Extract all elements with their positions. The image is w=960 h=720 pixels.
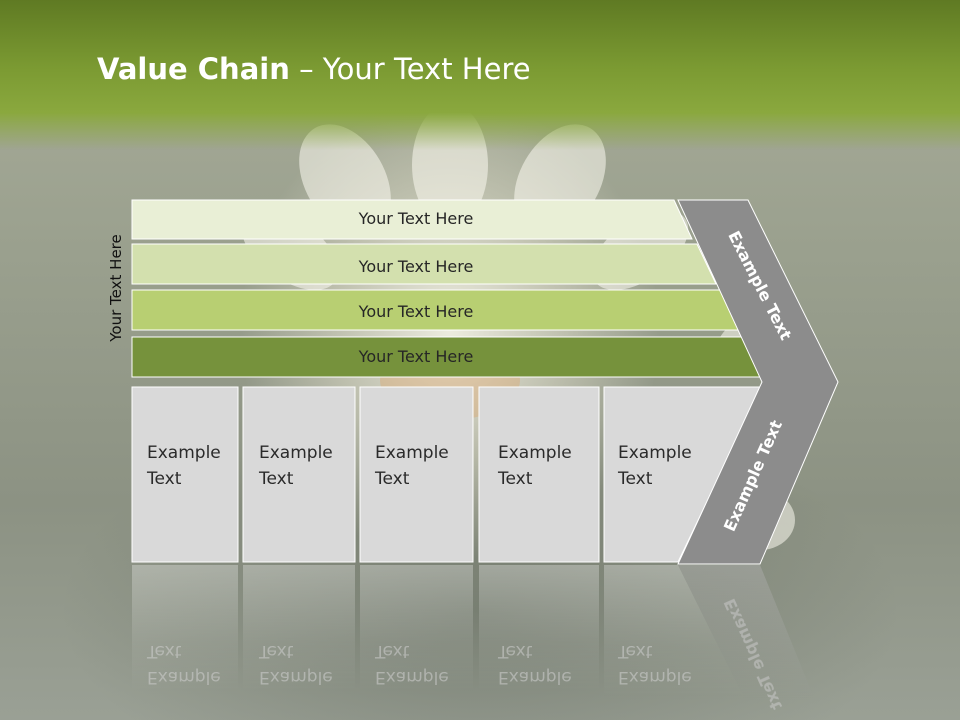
box-2 xyxy=(242,386,356,563)
box-3-line2: Text xyxy=(374,469,410,489)
box-4 xyxy=(478,386,600,563)
header-band xyxy=(0,0,960,150)
reflection-box-4-line2: Text xyxy=(497,641,533,661)
reflection-box-1-line1: Example xyxy=(147,667,221,687)
box-1-line1: Example xyxy=(147,443,221,463)
box-2-line2: Text xyxy=(258,469,294,489)
title-bold: Value Chain xyxy=(97,52,290,86)
bar-1 xyxy=(131,199,693,240)
bar-4-label: Your Text Here xyxy=(358,347,474,366)
box-5-line2: Text xyxy=(617,469,653,489)
box-1 xyxy=(131,386,239,563)
box-3-line1: Example xyxy=(375,443,449,463)
box-4-line1: Example xyxy=(498,443,572,463)
page-title: Value Chain – Your Text Here xyxy=(97,52,531,86)
box-5-line1: Example xyxy=(618,443,692,463)
reflection-box-3-line1: Example xyxy=(375,667,449,687)
reflection-box-5-line1: Example xyxy=(618,667,692,687)
chevron-arrow xyxy=(677,199,839,565)
bar-2-label: Your Text Here xyxy=(358,257,474,276)
title-rest: – Your Text Here xyxy=(289,52,531,86)
reflection-box-4-line1: Example xyxy=(498,667,572,687)
reflection-box-1-line2: Text xyxy=(146,641,182,661)
reflection-box-5-line2: Text xyxy=(617,641,653,661)
box-1-line2: Text xyxy=(146,469,182,489)
box-2-line1: Example xyxy=(259,443,333,463)
bar-2 xyxy=(131,243,717,285)
bar-3-label: Your Text Here xyxy=(358,302,474,321)
box-4-line2: Text xyxy=(497,469,533,489)
box-3 xyxy=(359,386,474,563)
reflection-box-2-line1: Example xyxy=(259,667,333,687)
reflection-box-2-line2: Text xyxy=(258,641,294,661)
box-5 xyxy=(603,386,763,563)
diagram-reflection: Example Text Example Text Example Text E… xyxy=(132,565,815,713)
bar-1-label: Your Text Here xyxy=(358,209,474,228)
reflection-box-3-line2: Text xyxy=(374,641,410,661)
